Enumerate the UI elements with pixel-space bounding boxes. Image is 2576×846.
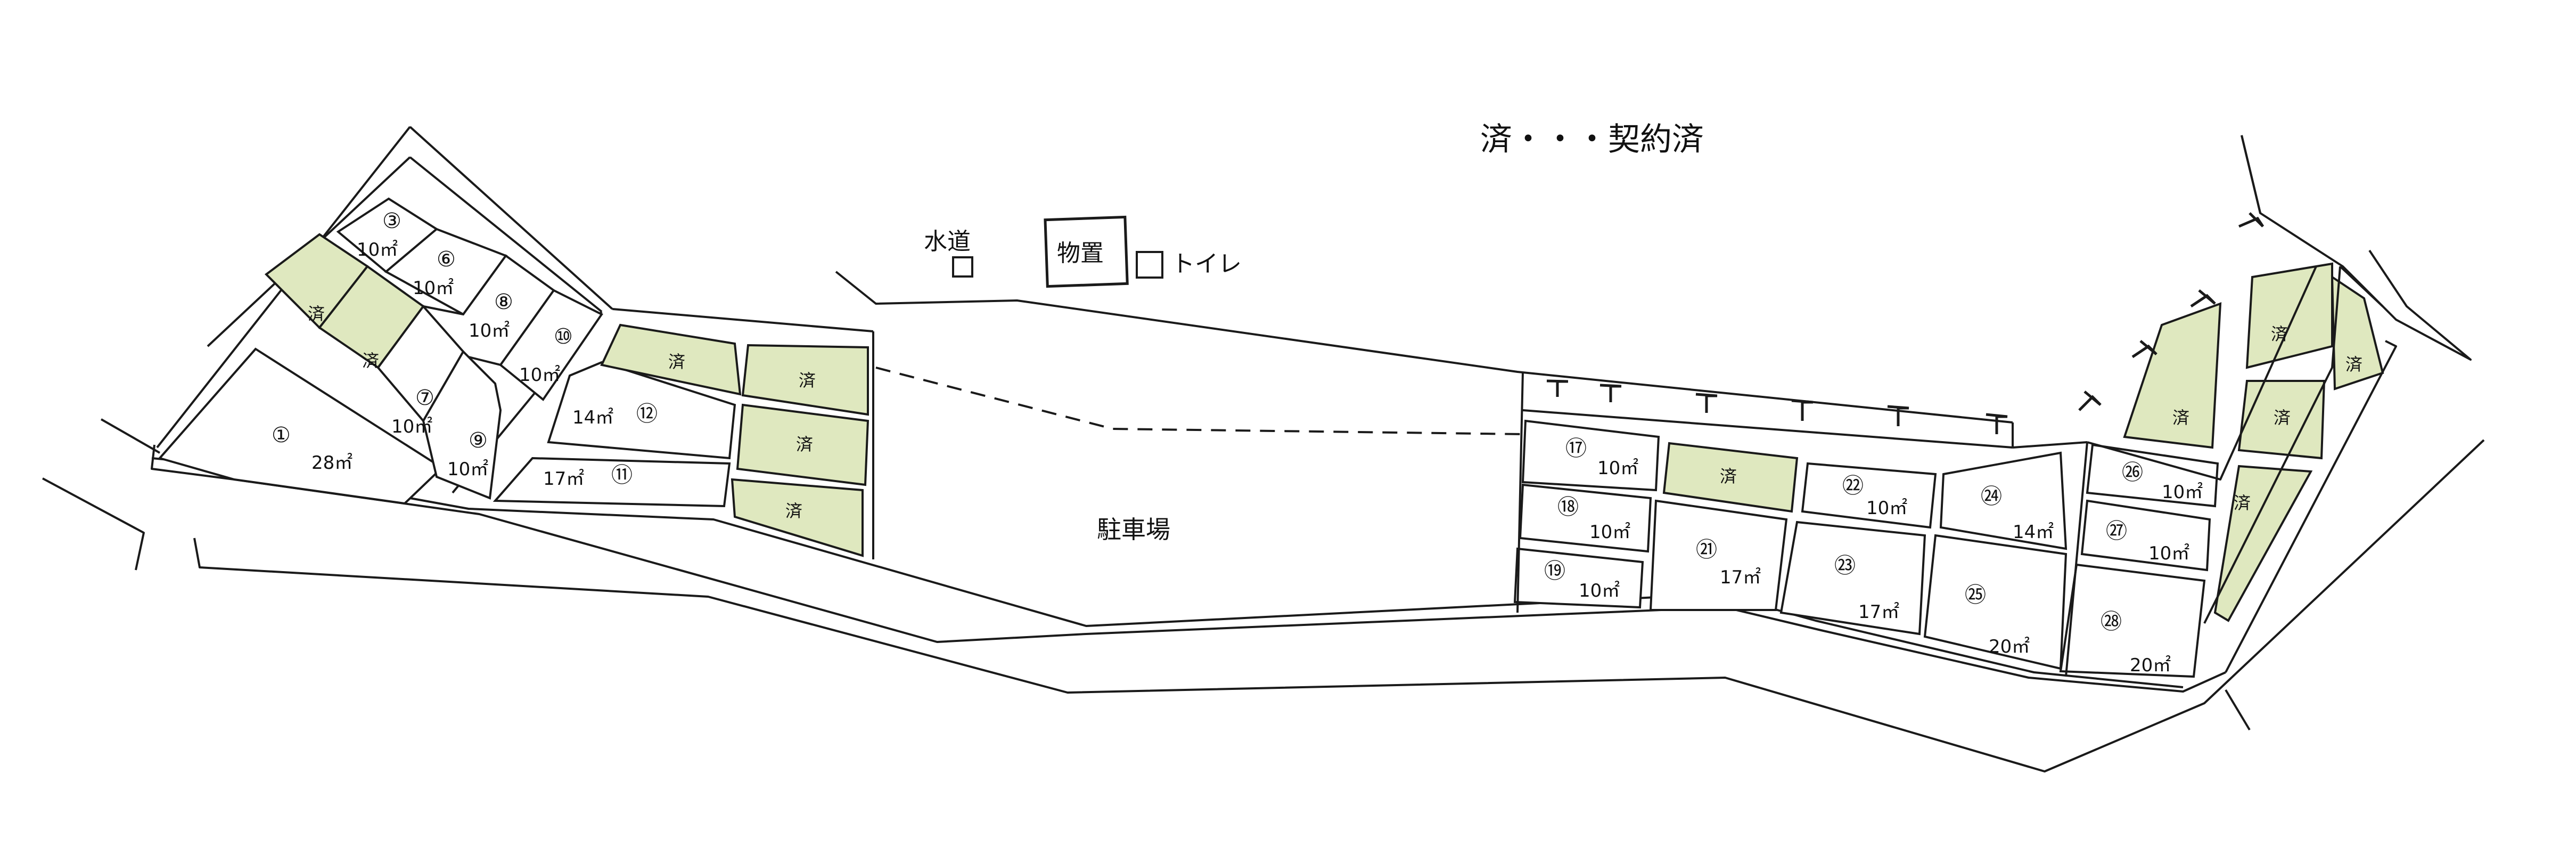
- plot-number: ⑫: [636, 402, 658, 426]
- plot-area: 10㎡: [2162, 482, 2203, 503]
- plot-area: 10㎡: [469, 320, 510, 341]
- plot-number: ⑧: [494, 290, 513, 314]
- plot-19[interactable]: [1513, 547, 1644, 609]
- contracted-label: 済: [1720, 466, 1737, 486]
- storage-building[interactable]: [1044, 215, 1129, 288]
- plot-number: ③: [382, 209, 401, 233]
- contracted-label: 済: [799, 370, 816, 391]
- water-box: [952, 256, 973, 278]
- contracted-label: 済: [785, 501, 802, 521]
- plot-contracted-c[interactable]: [600, 323, 742, 396]
- plot-contracted-j[interactable]: [2237, 380, 2326, 460]
- contracted-label: 済: [796, 434, 813, 454]
- plot-26[interactable]: [2086, 443, 2219, 508]
- boundary-ticks: [1546, 212, 2265, 434]
- storage-label: 物置: [1057, 240, 1104, 267]
- plot-number: ㉗: [2106, 519, 2127, 543]
- plot-1[interactable]: [158, 347, 444, 505]
- plot-number: ⑨: [469, 428, 488, 453]
- plot-28[interactable]: [2059, 563, 2206, 678]
- plot-number: ⑥: [437, 247, 456, 272]
- plot-number: ⑦: [415, 386, 434, 410]
- plot-number: ⑩: [554, 324, 573, 349]
- plot-area: 10㎡: [1597, 458, 1638, 479]
- contracted-label: 済: [362, 351, 379, 371]
- plot-area: 20㎡: [1989, 636, 2030, 657]
- toilet-box: [1136, 251, 1163, 279]
- water-label: 水道: [924, 228, 971, 255]
- plot-area: 10㎡: [357, 239, 398, 261]
- left-plots: [158, 197, 869, 557]
- plot-22[interactable]: [1801, 462, 1937, 529]
- plot-contracted-h[interactable]: [2123, 302, 2222, 449]
- contracted-label: 済: [2274, 408, 2291, 428]
- plot-area: 20㎡: [2130, 655, 2171, 676]
- plot-12[interactable]: [547, 361, 736, 460]
- plot-area: 10㎡: [1579, 580, 1620, 601]
- plot-area: 10㎡: [391, 416, 432, 437]
- plot-27[interactable]: [2080, 499, 2211, 572]
- plot-24[interactable]: [1939, 451, 2068, 550]
- plot-number: ⑰: [1565, 436, 1587, 461]
- plot-area: 10㎡: [519, 364, 560, 386]
- plot-area: 14㎡: [2013, 522, 2054, 543]
- plot-area: 17㎡: [1858, 601, 1899, 623]
- parking-dashed-line: [875, 367, 1523, 435]
- plot-number: ㉔: [1981, 484, 2002, 509]
- plot-23[interactable]: [1779, 520, 1926, 636]
- plot-number: ㉒: [1842, 474, 1864, 498]
- contracted-label: 済: [2234, 493, 2251, 513]
- plot-number: ㉘: [2101, 609, 2122, 634]
- plot-number: ⑲: [1544, 559, 1565, 583]
- plot-contracted-l[interactable]: [2213, 465, 2313, 622]
- plot-number: ⑪: [611, 463, 633, 487]
- contracted-markers: 済 済 済 済 済 済 済 済 済 済 済 済: [308, 304, 2362, 521]
- plot-18[interactable]: [1519, 483, 1652, 553]
- plot-area: 17㎡: [1720, 567, 1761, 588]
- plot-labels: ① 28㎡ ③ 10㎡ ⑥ 10㎡ ⑦ 10㎡ ⑧ 10㎡ ⑨ 10㎡ ⑩ 10…: [272, 209, 2203, 676]
- plot-area: 10㎡: [2148, 543, 2189, 564]
- plot-11[interactable]: [493, 457, 731, 508]
- plot-21[interactable]: [1649, 499, 1788, 611]
- contracted-label: 済: [308, 304, 325, 324]
- plot-number: ㉑: [1696, 538, 1717, 562]
- contracted-label: 済: [668, 352, 685, 372]
- plot-area: 17㎡: [543, 468, 584, 490]
- plot-area: 28㎡: [311, 452, 352, 474]
- plot-contracted-g[interactable]: [1662, 442, 1799, 513]
- legend-text: 済・・・契約済: [1480, 121, 1704, 158]
- contracted-label: 済: [2345, 354, 2362, 375]
- plot-contracted-f[interactable]: [731, 478, 864, 557]
- plot-number: ㉓: [1834, 554, 1856, 578]
- contracted-label: 済: [2271, 324, 2288, 344]
- plot-9[interactable]: [422, 349, 502, 500]
- right-plots: [1513, 262, 2384, 678]
- plot-10[interactable]: [499, 289, 603, 401]
- plot-area: 10㎡: [413, 278, 454, 299]
- plot-17[interactable]: [1521, 419, 1660, 492]
- plot-area: 10㎡: [1866, 498, 1907, 519]
- plot-number: ㉕: [1965, 583, 1986, 607]
- plot-area: 14㎡: [572, 407, 613, 428]
- parking-label: 駐車場: [1097, 515, 1170, 544]
- plot-area: 10㎡: [1589, 522, 1630, 543]
- toilet-label: トイレ: [1171, 250, 1242, 278]
- plot-number: ①: [272, 423, 291, 448]
- plot-area: 10㎡: [447, 459, 488, 480]
- right-cluster-lines: [1516, 265, 2397, 677]
- contracted-label: 済: [2172, 408, 2189, 428]
- plot-contracted-i[interactable]: [2245, 262, 2333, 369]
- plot-number: ㉖: [2122, 460, 2143, 485]
- plot-contracted-d[interactable]: [741, 344, 869, 416]
- plot-contracted-e[interactable]: [736, 403, 869, 486]
- plot-number: ⑱: [1557, 495, 1579, 519]
